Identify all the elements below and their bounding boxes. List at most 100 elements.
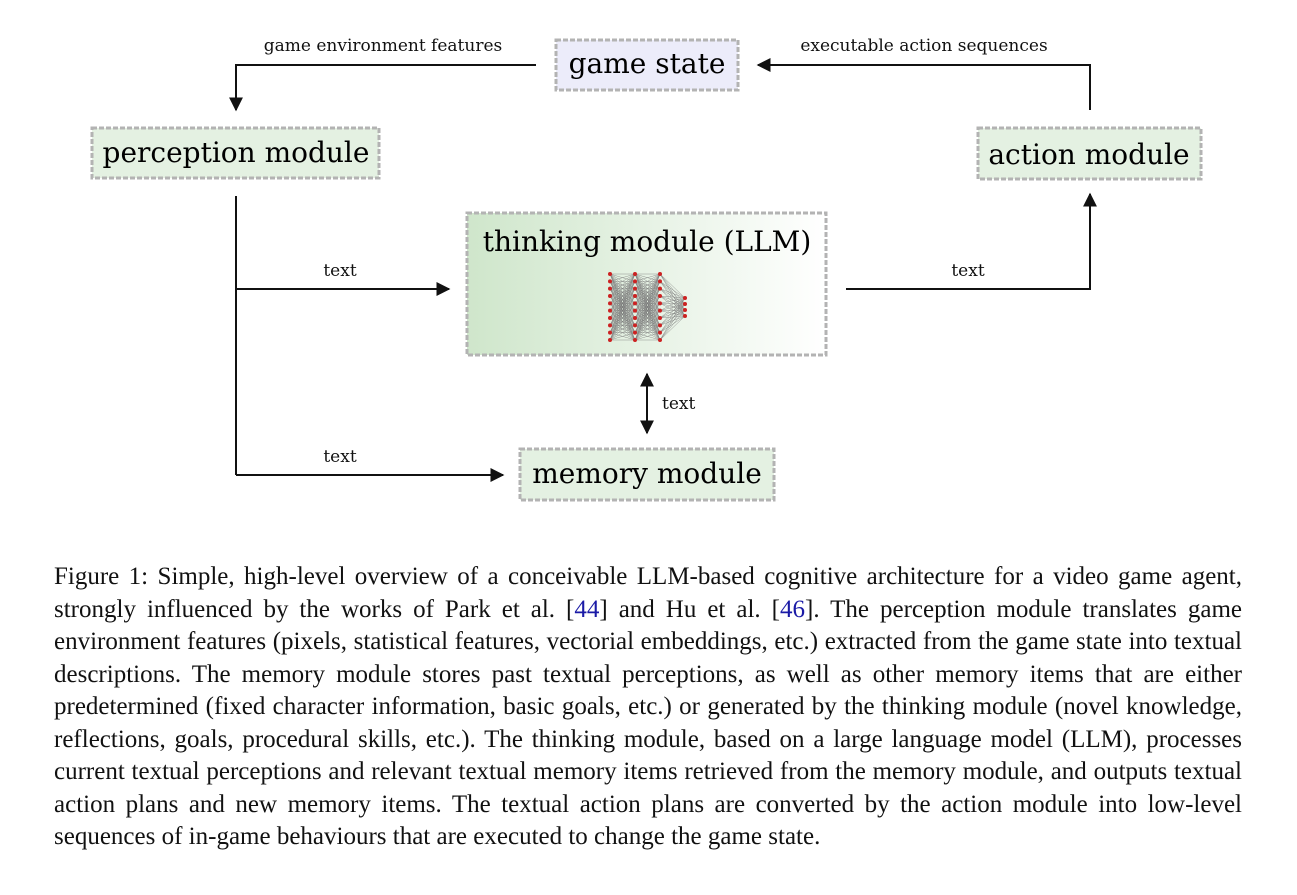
nn-neuron [683,302,687,306]
nn-connection [634,273,661,304]
nn-neuron [658,294,662,298]
nn-neuron [683,296,687,300]
nn-connection [659,315,686,333]
nn-neuron [633,279,637,284]
features-arrow [229,64,536,112]
nn-neuron [608,338,612,342]
nn-connection [659,297,686,333]
action-module-label: action module [988,138,1189,171]
perception-memory-edge-label: text [323,447,356,467]
nn-connection [609,332,636,341]
nn-connection [634,310,661,341]
nn-neuron [658,301,662,306]
nn-connection [634,281,661,341]
perception-module-box [90,126,381,180]
nn-neuron [608,279,612,284]
actions-edge-label: executable action sequences [800,36,1047,56]
nn-neuron [633,294,637,298]
nn-neuron [633,301,637,306]
nn-connection [609,273,636,289]
nn-connection [659,297,686,326]
nn-neuron [633,286,637,291]
nn-connection [659,297,686,319]
nn-connection [609,303,636,341]
nn-connection [609,325,636,341]
thinking-memory-edge-label: text [662,394,695,414]
nn-neuron [608,323,612,328]
neural-network-icon [608,272,687,342]
nn-connection [634,273,661,326]
action-module-box [976,126,1203,181]
nn-connection [634,273,661,282]
nn-neuron [658,323,662,328]
thinking-to-action-arrow [846,192,1097,290]
nn-connection [659,315,686,319]
perception-thinking-edge-label: text [323,261,356,281]
nn-connection [659,315,686,326]
nn-connection [609,273,636,319]
memory-module-node: memory module [518,447,776,502]
nn-connection [659,309,686,326]
nn-neuron [658,330,662,335]
nn-neuron [658,272,662,276]
game-state-label: game state [569,47,726,80]
caption-part-1: Figure 1: Simple, high-level overview of… [54,563,1242,623]
memory-module-label: memory module [532,457,762,490]
nn-connection [659,303,686,341]
caption-part-2: ] and Hu et al. [ [599,595,780,623]
nn-connection [659,297,686,304]
thinking-module-node: thinking module (LLM) [465,211,828,357]
nn-connection [634,303,661,341]
figure-caption: Figure 1: Simple, high-level overview of… [54,561,1242,854]
nn-neuron [633,308,637,313]
architecture-diagram: game state perception module action modu… [90,36,1203,502]
nn-connection [634,317,661,341]
nn-connection [609,281,636,341]
thinking-module-label: thinking module (LLM) [483,225,812,258]
nn-connection [659,273,686,299]
actions-arrow [756,58,1091,110]
nn-connection [609,273,636,297]
nn-connection [634,273,661,319]
nn-connection [609,273,636,326]
nn-connection [634,325,661,341]
game-state-node: game state [554,38,740,92]
nn-connection [659,288,686,299]
nn-neuron [608,308,612,313]
nn-connection [609,317,636,341]
nn-neuron [633,323,637,328]
features-edge-label: game environment features [264,36,503,56]
nn-neuron [658,338,662,342]
nn-connection [609,273,636,333]
nn-neuron [633,272,637,276]
nn-neuron [683,314,687,318]
nn-connection [659,309,686,333]
nn-connection [634,273,661,333]
action-module-node: action module [976,126,1203,181]
nn-neuron [658,286,662,291]
memory-module-box [518,447,776,502]
nn-connection [609,273,636,282]
nn-connection [609,273,636,341]
nn-neuron [658,308,662,313]
nn-connection [659,303,686,319]
citation-link-46[interactable]: 46 [780,595,805,623]
nn-connection [659,309,686,319]
perception-to-thinking-arrow [235,196,449,475]
nn-neuron [633,316,637,320]
nn-connection [609,295,636,341]
citation-link-44[interactable]: 44 [574,595,600,623]
caption-part-3: ]. The perception module translates game… [54,595,1243,851]
nn-connection [609,273,636,304]
perception-module-label: perception module [103,136,370,169]
nn-connection [659,281,686,299]
game-state-box [554,38,740,92]
nn-connection [659,309,686,341]
nn-connection [634,273,661,289]
perception-module-node: perception module [90,126,381,180]
nn-connection [659,297,686,341]
nn-connection [634,273,661,341]
nn-connection [659,303,686,326]
nn-connection [659,295,686,299]
nn-connection [634,332,661,341]
